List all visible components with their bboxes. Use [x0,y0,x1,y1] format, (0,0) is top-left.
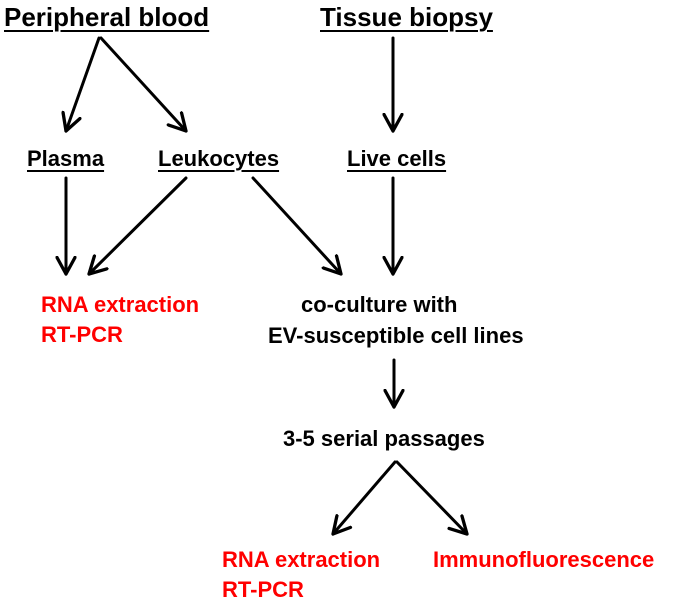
final-rna-extraction-label: RNA extraction [222,547,381,572]
arrow-leukocytes-to-coculture [251,176,341,274]
arrow-blood-to-leukocytes [99,36,186,131]
arrow-passages-to-rna [333,460,397,534]
arrow-passages-to-immuno [395,460,467,534]
direct-rt-pcr-label: RT-PCR [41,322,123,347]
plasma-label: Plasma [27,146,105,171]
cell-lines-label: EV-susceptible cell lines [268,323,524,348]
leukocytes-label: Leukocytes [158,146,280,171]
immunofluorescence-label: Immunofluorescence [433,547,655,572]
coculture-label: co-culture with [301,292,458,317]
peripheral-blood-label: Peripheral blood [4,2,210,32]
direct-rna-extraction-label: RNA extraction [41,292,200,317]
arrow-blood-to-plasma [66,36,101,131]
arrow-leukocytes-to-rna [89,176,188,274]
tissue-biopsy-label: Tissue biopsy [320,2,493,32]
final-rt-pcr-label: RT-PCR [222,577,304,602]
serial-passages-label: 3-5 serial passages [283,426,485,451]
live-cells-label: Live cells [347,146,447,171]
